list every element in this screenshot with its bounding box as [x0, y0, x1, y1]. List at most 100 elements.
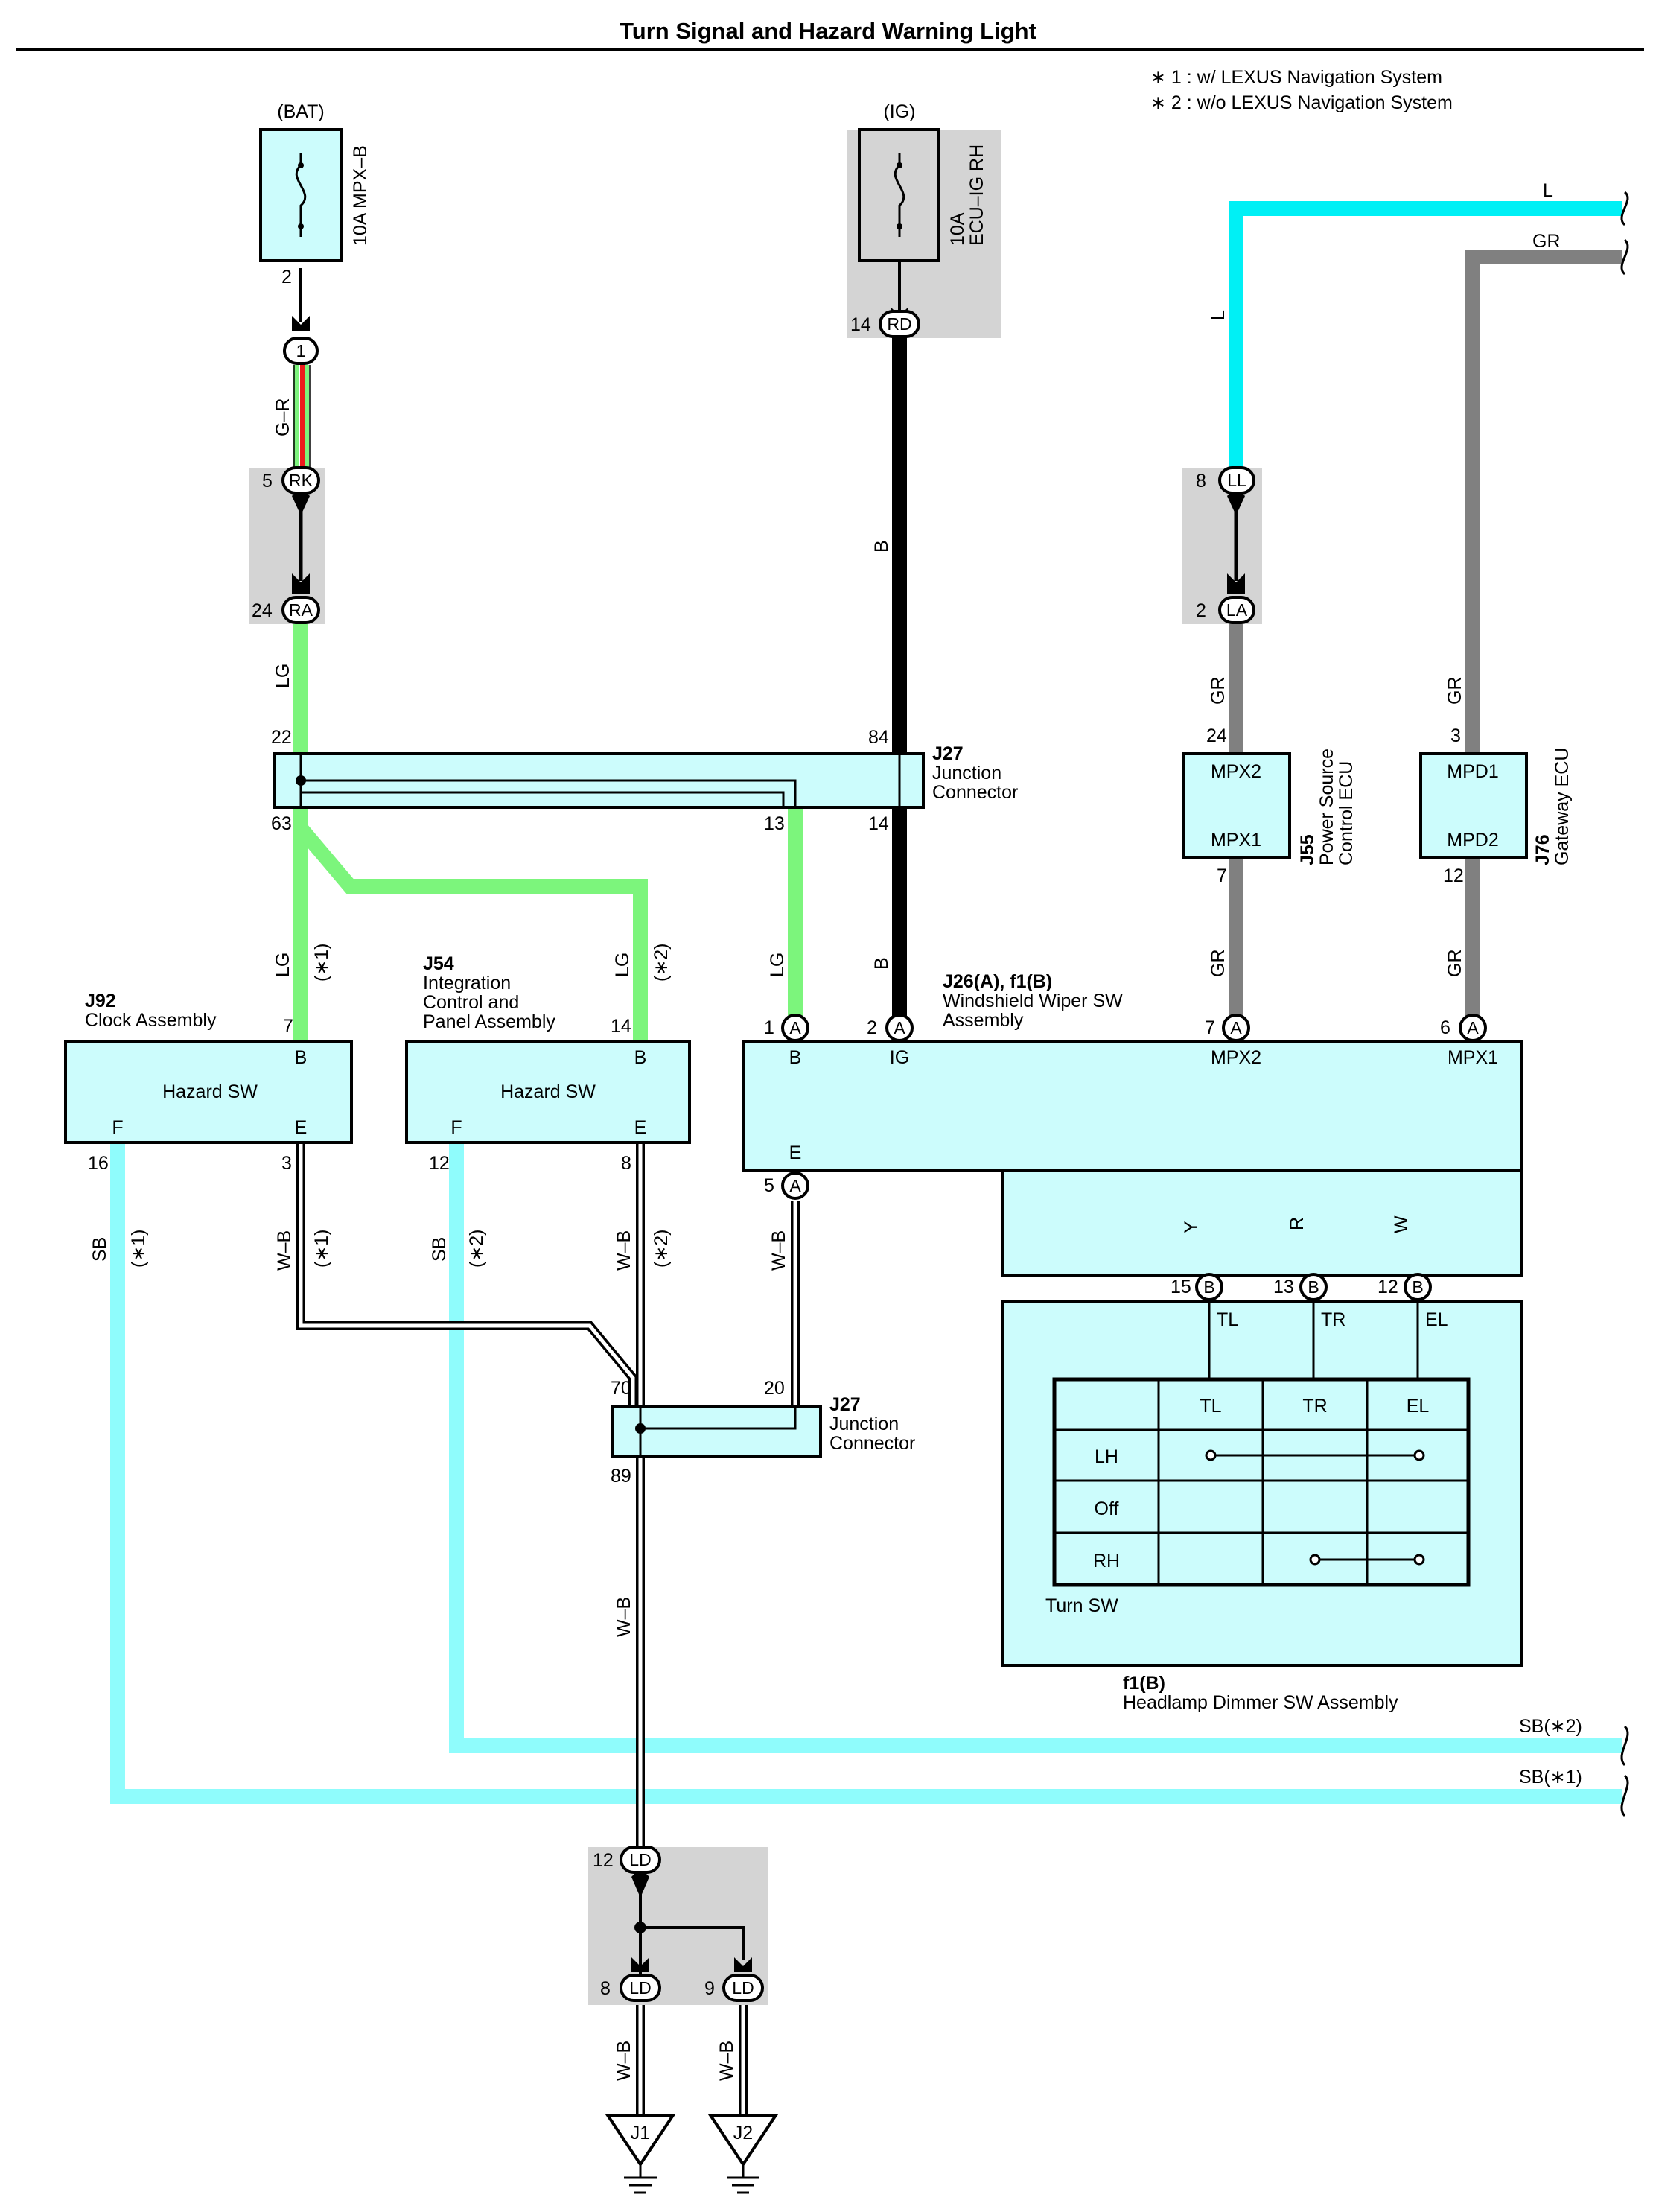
svg-text:Hazard SW: Hazard SW: [500, 1081, 596, 1102]
svg-text:W–B: W–B: [614, 2041, 634, 2081]
wire-gr-top: [1465, 250, 1622, 754]
j54-box: [405, 1040, 691, 1144]
svg-text:B: B: [871, 957, 892, 970]
svg-text:Gateway ECU: Gateway ECU: [1552, 748, 1573, 865]
svg-text:GR: GR: [1208, 677, 1229, 705]
svg-text:LD: LD: [629, 1978, 651, 1998]
fuse-ig-pin: 14: [850, 314, 871, 335]
conn-b12: B: [1404, 1273, 1432, 1301]
svg-text:B: B: [789, 1047, 802, 1068]
j26-id: J26(A), f1(B): [943, 971, 1052, 992]
wire-sb1: [110, 1142, 1622, 1804]
svg-text:R: R: [1287, 1217, 1308, 1230]
svg-text:12: 12: [593, 1850, 614, 1871]
svg-text:Headlamp Dimmer SW Assembly: Headlamp Dimmer SW Assembly: [1123, 1692, 1398, 1713]
svg-text:MPX2: MPX2: [1211, 761, 1261, 782]
svg-text:RK: RK: [289, 471, 313, 490]
svg-text:Hazard SW: Hazard SW: [162, 1081, 258, 1102]
j76-box: [1419, 752, 1528, 859]
conn-ld8: LD: [620, 1974, 661, 2002]
svg-text:MPX1: MPX1: [1211, 830, 1261, 851]
svg-text:IG: IG: [890, 1047, 909, 1068]
svg-text:A: A: [894, 1018, 905, 1037]
svg-text:(∗2): (∗2): [466, 1229, 487, 1268]
svg-text:Windshield Wiper SW: Windshield Wiper SW: [943, 991, 1123, 1011]
svg-text:14: 14: [868, 813, 889, 834]
svg-text:(∗2): (∗2): [651, 1229, 672, 1268]
svg-text:70: 70: [611, 1378, 631, 1399]
f1-band-box: [1001, 1169, 1523, 1277]
svg-text:W–B: W–B: [274, 1230, 295, 1271]
svg-text:E: E: [634, 1117, 647, 1138]
svg-text:L: L: [1543, 180, 1553, 201]
svg-text:F: F: [112, 1117, 123, 1138]
svg-text:Connector: Connector: [829, 1433, 915, 1454]
svg-text:TL: TL: [1200, 1396, 1221, 1417]
svg-text:22: 22: [271, 727, 292, 748]
j76-id: J76: [1532, 834, 1553, 865]
svg-text:TR: TR: [1321, 1309, 1346, 1330]
svg-text:MPX1: MPX1: [1448, 1047, 1498, 1068]
svg-text:8: 8: [621, 1153, 631, 1174]
svg-text:RA: RA: [289, 600, 313, 620]
svg-text:W: W: [1391, 1215, 1412, 1233]
fuse-ig-source: (IG): [883, 101, 915, 122]
svg-text:B: B: [295, 1047, 308, 1068]
svg-text:LG: LG: [767, 953, 788, 977]
svg-text:13: 13: [1273, 1277, 1294, 1297]
svg-text:63: 63: [271, 813, 292, 834]
svg-text:(∗1): (∗1): [311, 1229, 332, 1268]
svg-text:GR: GR: [1445, 950, 1465, 978]
wire-wb-j92: [296, 1142, 637, 1406]
svg-text:Control and: Control and: [423, 992, 519, 1013]
fuse-ig-name2: ECU–IG RH: [966, 144, 987, 246]
ground-j1: J1: [605, 2114, 676, 2194]
svg-text:W–B: W–B: [716, 2041, 737, 2081]
svg-text:15: 15: [1171, 1277, 1191, 1297]
conn-a1: A: [781, 1014, 809, 1042]
svg-text:Clock Assembly: Clock Assembly: [85, 1010, 217, 1031]
conn-ld9: LD: [722, 1974, 764, 2002]
break-marks: [1620, 191, 1629, 1817]
svg-text:L: L: [1208, 310, 1229, 320]
j27-top-id: J27: [932, 743, 964, 764]
svg-text:B: B: [1412, 1277, 1423, 1297]
svg-text:8: 8: [600, 1978, 611, 1999]
svg-text:3: 3: [281, 1153, 292, 1174]
svg-text:E: E: [295, 1117, 308, 1138]
svg-text:TR: TR: [1302, 1396, 1327, 1417]
svg-text:1: 1: [764, 1017, 774, 1038]
svg-text:Integration: Integration: [423, 973, 511, 994]
svg-text:RH: RH: [1093, 1551, 1120, 1571]
j92-id: J92: [85, 991, 116, 1011]
j54-id: J54: [423, 953, 454, 974]
conn-b13: B: [1299, 1273, 1328, 1301]
svg-text:G–R: G–R: [273, 398, 293, 436]
wire-sb2: [449, 1142, 1622, 1753]
svg-text:A: A: [1230, 1018, 1242, 1037]
conn-ra: RA: [281, 596, 320, 624]
fuse-bat-source: (BAT): [277, 101, 324, 122]
j55-id: J55: [1297, 834, 1318, 865]
ground-j2: J2: [707, 2114, 779, 2194]
svg-text:GR: GR: [1445, 677, 1465, 705]
svg-text:J2: J2: [733, 2123, 753, 2143]
conn-a5: A: [781, 1172, 809, 1200]
svg-text:9: 9: [704, 1978, 715, 1999]
svg-text:7: 7: [283, 1016, 293, 1037]
svg-text:Control ECU: Control ECU: [1336, 761, 1357, 865]
svg-text:7: 7: [1205, 1017, 1215, 1038]
svg-text:A: A: [789, 1018, 801, 1037]
svg-text:W–B: W–B: [614, 1597, 634, 1637]
wire-lg-j54: [295, 823, 648, 1041]
svg-text:EL: EL: [1407, 1396, 1430, 1417]
conn-rd: RD: [879, 310, 920, 338]
svg-text:F: F: [450, 1117, 462, 1138]
svg-text:B: B: [634, 1047, 647, 1068]
svg-text:14: 14: [611, 1016, 631, 1037]
svg-text:20: 20: [764, 1378, 785, 1399]
j55-box: [1182, 752, 1291, 859]
svg-text:16: 16: [88, 1153, 109, 1174]
j27-bottom-box: [611, 1405, 822, 1458]
svg-text:J1: J1: [631, 2123, 650, 2143]
